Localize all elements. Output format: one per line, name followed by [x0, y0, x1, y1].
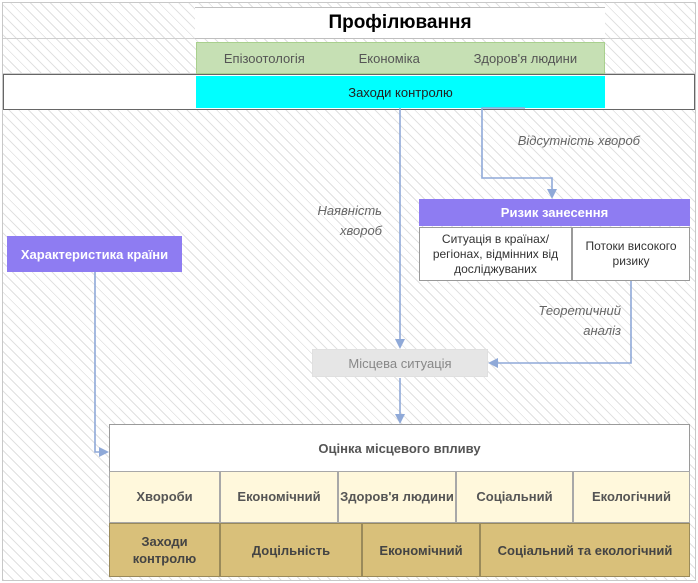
assessment-ecological: Екологічний	[573, 471, 690, 523]
assessment-economic-2: Економічний	[362, 523, 480, 577]
arrow-theoretical	[488, 281, 632, 368]
category-bar: Епізоотологія Економіка Здоров'я людини	[196, 42, 605, 74]
assessment-social-ecological: Соціальний та екологічний	[480, 523, 690, 577]
risk-cell-high-risk-flows: Потоки високого ризику	[572, 227, 690, 281]
assessment-feasibility: Доцільність	[220, 523, 362, 577]
category-epizootology: Епізоотологія	[223, 50, 305, 66]
control-measures-bar: Заходи контролю	[196, 76, 605, 108]
category-human-health: Здоров'я людини	[473, 50, 578, 66]
assessment-economic: Економічний	[220, 471, 338, 523]
title-box: Профілювання	[195, 7, 605, 39]
country-characteristics: Характеристика країни	[7, 236, 182, 272]
category-economics: Економіка	[358, 50, 420, 66]
assessment-human-health: Здоров'я людини	[338, 471, 456, 523]
label-presence: Наявність хвороб	[317, 203, 382, 238]
risk-cell-other-regions: Ситуація в країнах/ регіонах, відмінних …	[419, 227, 572, 281]
assessment-social: Соціальний	[456, 471, 573, 523]
label-theoretical: Теоретичний аналіз	[538, 303, 621, 338]
assessment-diseases: Хвороби	[109, 471, 220, 523]
label-absence: Відсутність хвороб	[517, 133, 640, 148]
assessment-control-measures: Заходи контролю	[109, 523, 220, 577]
assessment-title: Оцінка місцевого впливу	[109, 424, 690, 472]
local-situation: Місцева ситуація	[312, 349, 488, 377]
arrow-absence	[481, 107, 557, 199]
arrow-country-to-assessment	[94, 272, 109, 457]
page-title: Профілювання	[328, 12, 472, 33]
risk-header: Ризик занесення	[419, 199, 690, 226]
